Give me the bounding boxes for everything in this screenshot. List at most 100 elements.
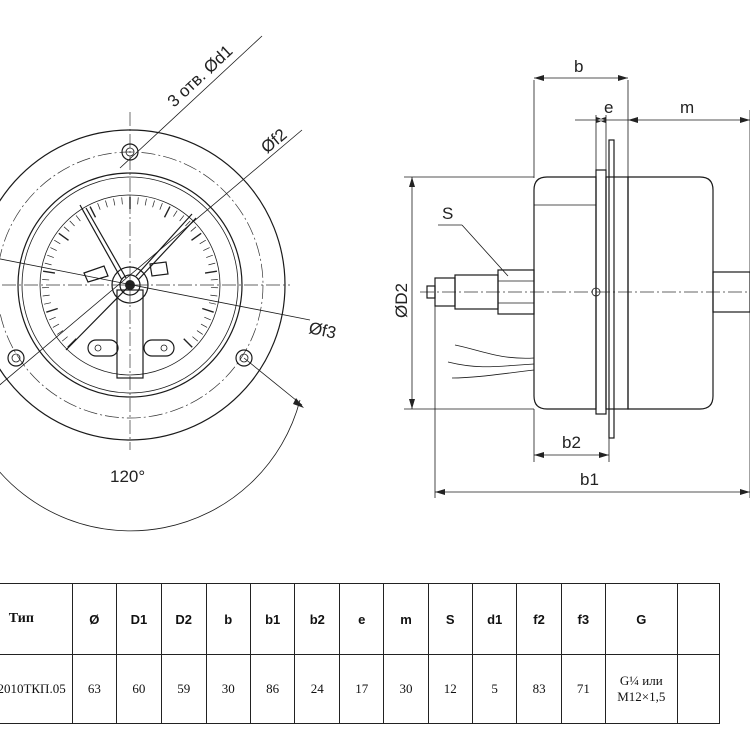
scale-tick bbox=[121, 197, 123, 205]
table-header: b bbox=[205, 583, 251, 655]
terminal-screw bbox=[143, 339, 175, 357]
rocker-left bbox=[83, 265, 109, 283]
table-cell bbox=[676, 654, 721, 724]
technical-drawing: 3 отв. Ød1 Øf2 Øf3 120° bbox=[0, 35, 750, 532]
setpoint-arm-left bbox=[79, 204, 123, 281]
scale-tick bbox=[44, 262, 52, 266]
scale-tick bbox=[46, 307, 58, 313]
scale-tick bbox=[202, 307, 214, 313]
scale-tick bbox=[50, 247, 57, 251]
side-view: b e m S ØD2 b2 b1 bbox=[392, 57, 750, 498]
scale-tick bbox=[57, 330, 64, 335]
scale-tick bbox=[97, 203, 101, 210]
scale-tick bbox=[144, 198, 147, 206]
f2-dimension-line bbox=[0, 129, 303, 386]
mounting-hole bbox=[235, 349, 253, 367]
angle-extension bbox=[243, 357, 303, 406]
cable bbox=[447, 361, 535, 368]
table-cell: 24 bbox=[294, 654, 341, 724]
b1-label: b1 bbox=[580, 470, 599, 489]
scale-tick bbox=[44, 302, 52, 305]
scale-tick bbox=[206, 254, 213, 258]
scale-tick bbox=[203, 247, 210, 251]
scale-tick bbox=[137, 197, 139, 205]
table-header-row: Тип Ø D1 D2 b b1 b2 e m S d1 f2 f3 G bbox=[0, 583, 721, 655]
m-label: m bbox=[680, 98, 694, 117]
table-cell: G¼ или М12×1,5 bbox=[604, 654, 678, 724]
scale-tick bbox=[47, 254, 54, 258]
hole-dimension-label: 3 отв. Ød1 bbox=[164, 41, 237, 111]
scale-tick bbox=[210, 294, 218, 297]
scale-tick bbox=[159, 203, 163, 210]
scale-tick bbox=[190, 226, 197, 232]
scale-tick bbox=[52, 323, 60, 328]
setpoint-arm-right bbox=[137, 217, 197, 281]
table-cell: 83 bbox=[516, 654, 562, 724]
angle-label: 120° bbox=[110, 467, 145, 486]
scale-tick bbox=[152, 200, 155, 208]
table-cell: 17 bbox=[339, 654, 385, 724]
b2-label: b2 bbox=[562, 433, 581, 452]
scale-tick bbox=[208, 262, 216, 266]
flange-screw bbox=[591, 287, 601, 297]
case-rear bbox=[627, 176, 714, 410]
dial-scale bbox=[42, 197, 218, 348]
front-view: 3 отв. Ød1 Øf2 Øf3 120° bbox=[0, 35, 338, 532]
scale-tick bbox=[204, 316, 211, 321]
hub-center bbox=[125, 280, 135, 290]
table-cell: 30 bbox=[205, 654, 251, 724]
pointer bbox=[65, 284, 131, 351]
rear-fitting bbox=[712, 271, 750, 313]
table-cell: 71 bbox=[560, 654, 606, 724]
rocker-right bbox=[149, 261, 169, 277]
e-label: e bbox=[604, 98, 613, 117]
scale-tick bbox=[69, 220, 75, 227]
table-header: f2 bbox=[516, 583, 562, 655]
scale-tick bbox=[196, 330, 203, 335]
table-header: D1 bbox=[115, 583, 162, 655]
table-cell: 60 bbox=[115, 654, 162, 724]
table-header: e bbox=[339, 583, 385, 655]
hub-outer bbox=[111, 266, 149, 304]
scale-tick bbox=[89, 206, 97, 218]
mounting-hole bbox=[121, 143, 139, 161]
table-cell: 59 bbox=[160, 654, 207, 724]
dimensions-table: Тип Ø D1 D2 b b1 b2 e m S d1 f2 f3 G ДМ2… bbox=[0, 583, 721, 724]
scale-tick bbox=[200, 323, 208, 328]
cable bbox=[454, 344, 535, 359]
table-header: Тип bbox=[0, 583, 73, 655]
f3-dimension-line bbox=[0, 258, 311, 321]
table-cell: 5 bbox=[471, 654, 518, 724]
mounting-hole bbox=[7, 349, 25, 367]
setpoint-arm-left-edge bbox=[85, 207, 127, 279]
flange-edge bbox=[608, 139, 615, 439]
table-cell: 86 bbox=[249, 654, 296, 724]
scale-tick bbox=[58, 232, 69, 241]
scale-tick bbox=[54, 239, 61, 245]
table-cell: 63 bbox=[71, 654, 117, 724]
scale-tick bbox=[49, 316, 56, 321]
s-label: S bbox=[442, 204, 453, 223]
scale-tick bbox=[208, 302, 216, 305]
table-row: ДМ2010ТКП.05 63 60 59 30 86 24 17 30 12 … bbox=[0, 654, 721, 724]
scale-tick bbox=[61, 336, 68, 342]
hole-leader bbox=[119, 35, 263, 169]
table-header: D2 bbox=[160, 583, 207, 655]
table-header: m bbox=[383, 583, 429, 655]
scale-tick bbox=[105, 200, 108, 208]
case-body bbox=[533, 176, 597, 410]
table-header bbox=[676, 583, 721, 655]
table-header: G bbox=[604, 583, 678, 655]
d2-label: ØD2 bbox=[392, 283, 411, 318]
scale-tick bbox=[179, 215, 185, 222]
f3-dimension-label: Øf3 bbox=[307, 318, 338, 342]
table-header: S bbox=[427, 583, 473, 655]
scale-tick bbox=[183, 338, 193, 348]
table-header: b1 bbox=[249, 583, 296, 655]
table-cell: ДМ2010ТКП.05 bbox=[0, 654, 73, 724]
scale-tick bbox=[113, 198, 116, 206]
s-leader bbox=[461, 224, 509, 277]
scale-tick bbox=[173, 210, 178, 217]
table-header: Ø bbox=[71, 583, 117, 655]
scale-tick bbox=[63, 226, 70, 232]
